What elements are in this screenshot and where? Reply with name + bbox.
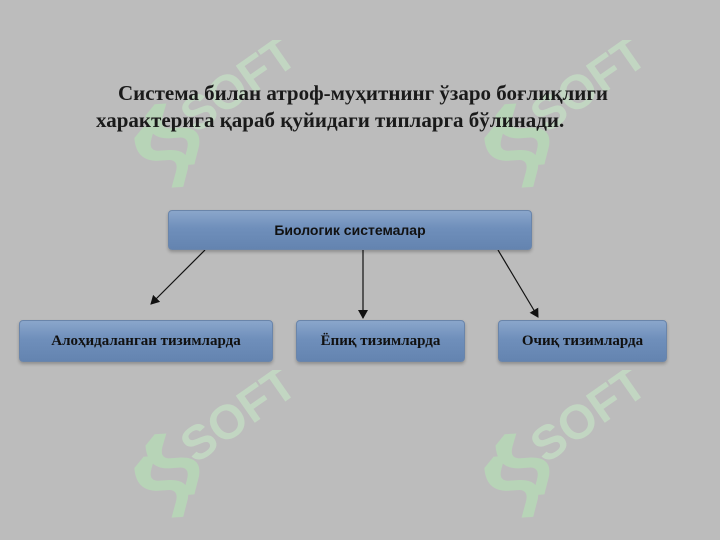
- svg-text:SOFT: SOFT: [171, 370, 295, 473]
- child-node-label: Очиқ тизимларда: [521, 332, 644, 349]
- watermark-logo: SOFT: [445, 27, 656, 200]
- arrow-to-isolated: [150, 249, 206, 305]
- root-node-biological-systems: Биологик системалар: [168, 210, 532, 250]
- child-node-label: Ёпиқ тизимларда: [320, 332, 441, 349]
- child-node-isolated-systems: Алоҳидаланган тизимларда: [19, 320, 273, 362]
- watermark-logo: SOFT: [95, 27, 306, 200]
- slide-heading: Система билан атроф-муҳитнинг ўзаро боғл…: [96, 81, 609, 132]
- watermark-logo: SOFT: [445, 357, 656, 530]
- child-node-open-systems: Очиқ тизимларда: [498, 320, 667, 362]
- root-node-label: Биологик системалар: [274, 222, 426, 238]
- arrow-to-open: [497, 249, 539, 318]
- child-node-label: Алоҳидаланган тизимларда: [51, 332, 241, 349]
- svg-text:SOFT: SOFT: [521, 370, 645, 473]
- watermark-logo: SOFT: [95, 357, 306, 530]
- child-node-closed-systems: Ёпиқ тизимларда: [296, 320, 465, 362]
